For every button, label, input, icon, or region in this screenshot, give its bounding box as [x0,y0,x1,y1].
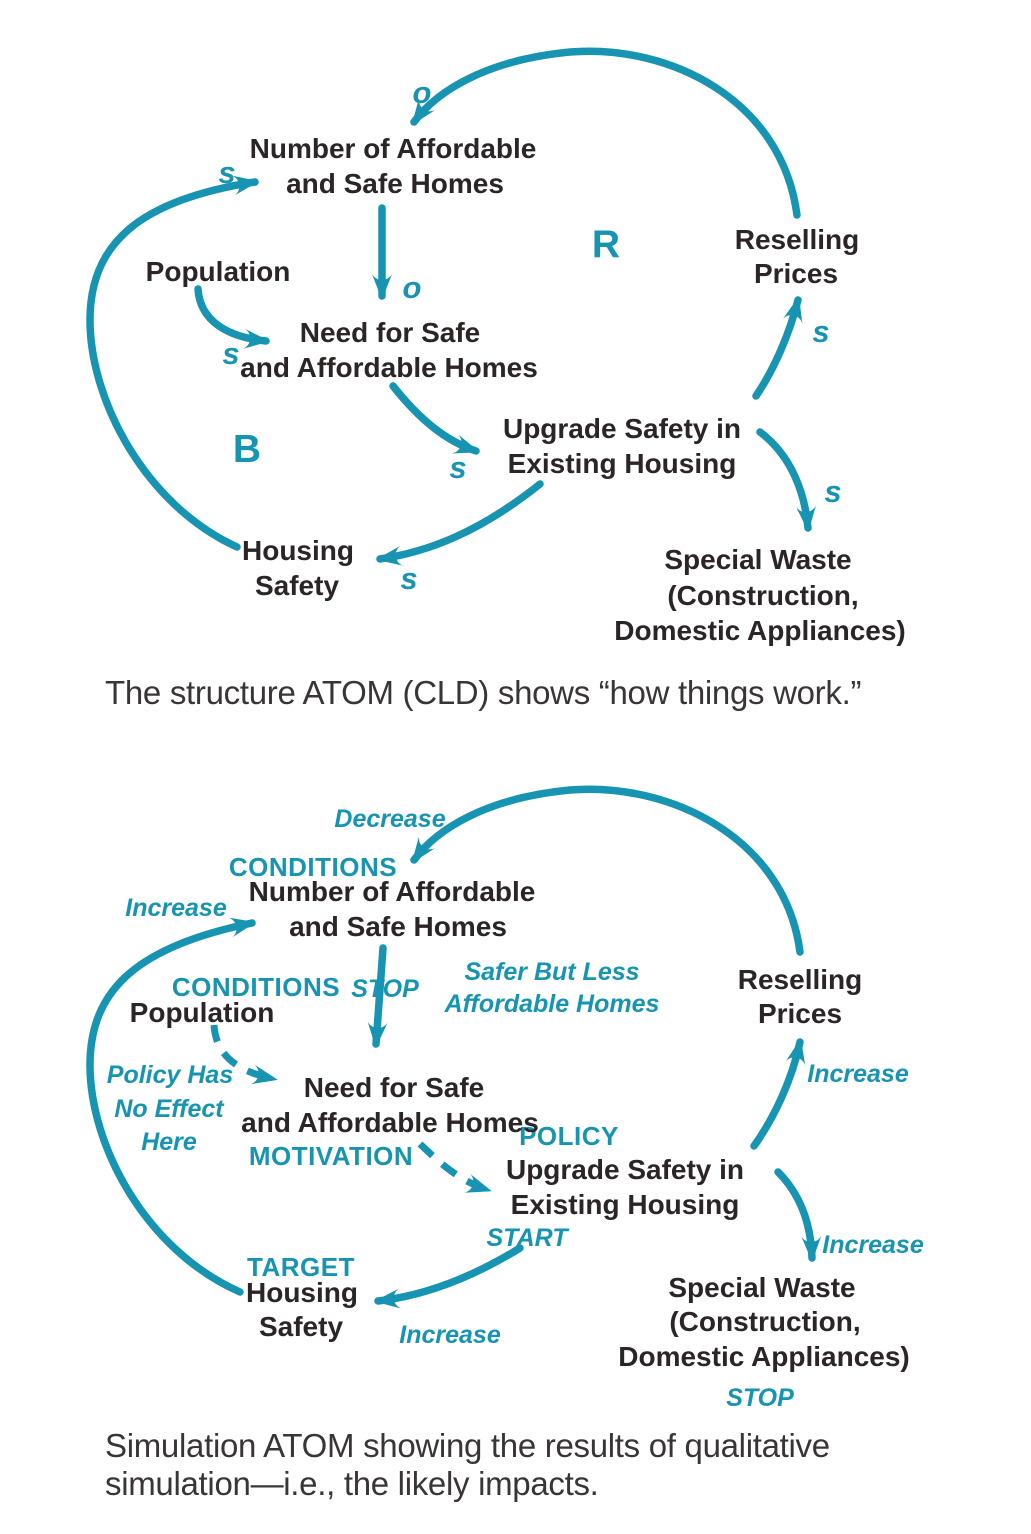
polarity-o-number-need: o [403,270,422,305]
node-number-of-affordable-sim-line1: Number of Affordable [249,876,536,907]
arrow-reselling-to-number [410,47,801,219]
annotation-policy-no-effect-line2: No Effect [114,1095,225,1123]
annotation-decrease-number: Decrease [334,805,445,833]
annotation-start: START [486,1224,570,1252]
node-reselling-line2: Prices [754,258,838,289]
annotation-stop-need: STOP [351,975,419,1003]
arrow-number-to-need-sim [367,944,388,1048]
node-housing-sim-line1: Housing [246,1277,358,1308]
annotation-policy: POLICY [519,1121,619,1151]
polarity-s-upgrade-reselling: s [812,314,829,349]
polarity-s-population-need: s [222,336,239,371]
node-need-line1: Need for Safe [300,317,481,348]
polarity-s-upgrade-housing: s [400,561,417,596]
polarity-s-upgrade-waste: s [824,474,841,509]
node-number-of-affordable-line1: Number of Affordable [250,133,537,164]
node-waste-line1: Special Waste [664,544,851,575]
annotation-policy-no-effect-line3: Here [141,1128,197,1156]
polarity-s-need-upgrade: s [449,450,466,485]
node-upgrade-line2: Existing Housing [508,448,737,479]
loop-label-balancing: B [233,428,261,471]
node-waste-sim-line2: (Construction, [669,1306,860,1337]
polarity-s-housing-number: s [218,155,235,190]
node-waste-line3: Domestic Appliances) [614,615,905,646]
bottom-caption-line2: simulation—i.e., the likely impacts. [105,1465,599,1502]
top-caption: The structure ATOM (CLD) shows “how thin… [105,674,861,711]
annotation-increase-housing: Increase [399,1321,501,1349]
arrow-housing-to-number [86,175,259,551]
node-housing-line1: Housing [242,535,354,566]
node-need-sim-line2: and Affordable Homes [241,1107,539,1138]
annotation-safer-line2: Affordable Homes [444,990,660,1018]
annotation-increase-waste: Increase [822,1231,924,1259]
node-reselling-sim-line1: Reselling [738,964,862,995]
arrow-need-to-upgrade [389,382,480,455]
polarity-o-reselling-number: o [413,75,432,110]
arrow-upgrade-to-reselling-sim [750,1038,806,1150]
node-number-of-affordable-line2: and Safe Homes [286,168,504,199]
arrow-population-to-need [194,285,270,349]
node-number-of-affordable-sim-line2: and Safe Homes [289,911,507,942]
node-reselling-sim-line2: Prices [758,998,842,1029]
node-reselling-line1: Reselling [735,224,859,255]
node-waste-sim-line3: Domestic Appliances) [618,1341,909,1372]
arrow-population-to-need-dashed [210,1024,278,1085]
arrow-housing-to-number-sim [86,917,256,1296]
node-population: Population [146,256,291,287]
annotation-policy-no-effect-line1: Policy Has [107,1061,234,1089]
loop-label-reinforcing: R [592,223,620,266]
arrow-need-to-upgrade-dashed [417,1141,492,1194]
annotation-increase-reselling: Increase [807,1060,909,1088]
arrow-upgrade-to-waste-sim [774,1168,822,1262]
arrow-upgrade-to-housing [376,480,544,566]
bottom-caption-line1: Simulation ATOM showing the results of q… [105,1427,830,1464]
node-housing-line2: Safety [255,570,339,601]
node-need-line2: and Affordable Homes [240,352,538,383]
annotation-safer-line1: Safer But Less [464,958,639,986]
node-housing-sim-line2: Safety [259,1311,343,1342]
annotation-target: TARGET [247,1252,355,1282]
annotation-stop-waste: STOP [726,1384,794,1412]
node-waste-sim-line1: Special Waste [668,1272,855,1303]
node-upgrade-sim-line1: Upgrade Safety in [506,1154,744,1185]
node-upgrade-line1: Upgrade Safety in [503,413,741,444]
arrow-upgrade-to-reselling [752,296,803,400]
node-need-sim-line1: Need for Safe [304,1072,485,1103]
node-population-sim: Population [130,997,275,1028]
annotation-increase-number: Increase [125,894,227,922]
annotation-conditions-population: CONDITIONS [172,972,340,1002]
arrow-reselling-to-number-sim [410,785,804,956]
annotation-motivation: MOTIVATION [249,1141,413,1171]
arrow-upgrade-to-waste [756,428,817,532]
arrow-upgrade-to-housing-sim [374,1244,524,1309]
node-waste-line2: (Construction, [667,580,858,611]
annotation-conditions-number: CONDITIONS [229,852,397,882]
node-upgrade-sim-line2: Existing Housing [511,1189,740,1220]
